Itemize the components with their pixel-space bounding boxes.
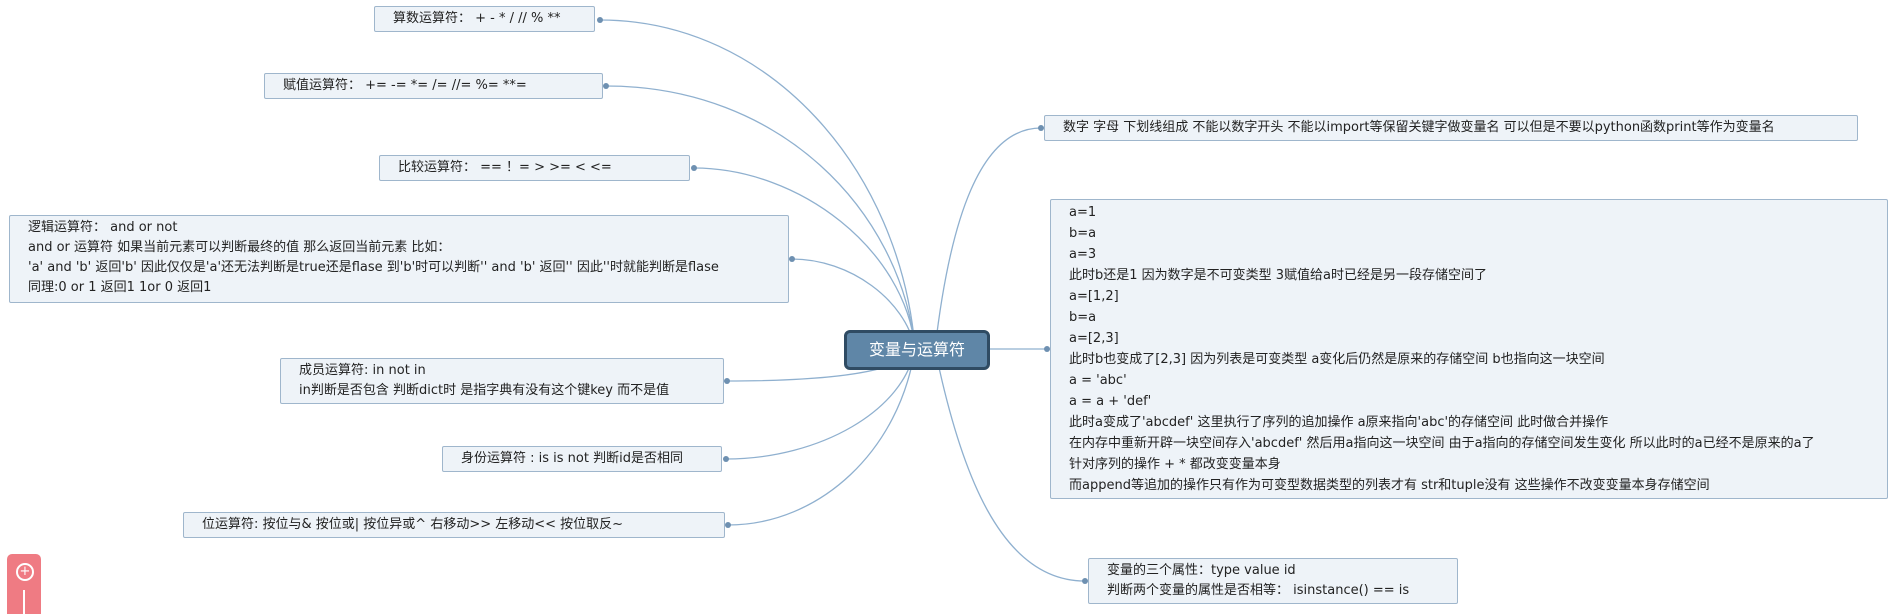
topic-text: b=a <box>1069 310 1097 325</box>
topic-text: a=[1,2] <box>1069 289 1119 304</box>
topic-text: 此时b还是1 因为数字是不可变类型 3赋值给a时已经是另一段存储空间了 <box>1069 268 1488 283</box>
topic-text: 判断两个变量的属性是否相等： isinstance() == is <box>1107 583 1410 598</box>
topic-text: 变量的三个属性：type value id <box>1107 563 1296 578</box>
topic-text: in判断是否包含 判断dict时 是指字典有没有这个键key 而不是值 <box>299 383 670 398</box>
connector-attributes <box>934 348 1086 582</box>
connector-comparison <box>693 167 916 349</box>
topic-assignment-operators[interactable]: 赋值运算符： += -= *= /= //= %= **= <box>264 73 603 99</box>
connector-assignment <box>605 85 916 349</box>
topic-text: 而append等追加的操作只有作为可变型数据类型的列表才有 str和tuple没… <box>1069 478 1710 493</box>
topic-text: 算数运算符： + - * / // % ** <box>393 11 561 26</box>
connector-arithmetic <box>599 19 916 349</box>
topic-text: 此时a变成了'abcdef' 这里执行了序列的追加操作 a原来指向'abc'的存… <box>1069 415 1609 430</box>
topic-text: a=1 <box>1069 205 1097 220</box>
topic-identity-operators[interactable]: 身份运算符 : is is not 判断id是否相同 <box>442 446 722 472</box>
topic-text: 在内存中重新开辟一块空间存入'abcdef' 然后用a指向这一块空间 由于a指向… <box>1069 436 1815 451</box>
divider-line <box>23 590 25 614</box>
topic-membership-operators[interactable]: 成员运算符: in not in in判断是否包含 判断dict时 是指字典有没… <box>280 358 724 404</box>
topic-text: a = 'abc' <box>1069 373 1127 388</box>
topic-text: 位运算符: 按位与& 按位或| 按位异或^ 右移动>> 左移动<< 按位取反~ <box>202 517 624 532</box>
connector-endpoint-dot <box>597 17 603 23</box>
topic-variable-naming[interactable]: 数字 字母 下划线组成 不能以数字开头 不能以import等保留关键字做变量名 … <box>1044 115 1858 141</box>
add-topic-toolbar[interactable]: + <box>7 554 41 614</box>
topic-comparison-operators[interactable]: 比较运算符： == ！= > >= < <= <box>379 155 690 181</box>
connector-identity <box>725 347 916 460</box>
topic-text: 'a' and 'b' 返回'b' 因此仅仅是'a'还无法判断是true还是fl… <box>28 260 719 275</box>
topic-text: b=a <box>1069 226 1097 241</box>
connector-endpoint-dot <box>1082 578 1088 584</box>
topic-text: 数字 字母 下划线组成 不能以数字开头 不能以import等保留关键字做变量名 … <box>1063 120 1775 135</box>
topic-text: 成员运算符: in not in <box>299 363 426 378</box>
connector-endpoint-dot <box>1038 125 1044 131</box>
topic-text: a = a + 'def' <box>1069 394 1152 409</box>
topic-text: 身份运算符 : is is not 判断id是否相同 <box>461 451 683 466</box>
topic-mutable-immutable[interactable]: a=1 b=a a=3 此时b还是1 因为数字是不可变类型 3赋值给a时已经是另… <box>1050 199 1888 499</box>
connector-endpoint-dot <box>723 456 729 462</box>
topic-text: and or 运算符 如果当前元素可以判断最终的值 那么返回当前元素 比如： <box>28 240 451 255</box>
root-topic[interactable]: 变量与运算符 <box>844 330 990 370</box>
topic-variable-attributes[interactable]: 变量的三个属性：type value id 判断两个变量的属性是否相等： isi… <box>1088 558 1458 604</box>
topic-arithmetic-operators[interactable]: 算数运算符： + - * / // % ** <box>374 6 595 32</box>
topic-text: 此时b也变成了[2,3] 因为列表是可变类型 a变化后仍然是原来的存储空间 b也… <box>1069 352 1605 367</box>
connector-endpoint-dot <box>691 165 697 171</box>
topic-text: 逻辑运算符： and or not <box>28 220 178 235</box>
connector-bitwise <box>727 347 916 526</box>
topic-text: 比较运算符： == ！= > >= < <= <box>398 160 612 175</box>
topic-text: 赋值运算符： += -= *= /= //= %= **= <box>283 78 527 93</box>
connector-endpoint-dot <box>1044 346 1050 352</box>
topic-text: a=3 <box>1069 247 1097 262</box>
connector-endpoint-dot <box>725 522 731 528</box>
connector-naming <box>934 127 1042 350</box>
topic-bitwise-operators[interactable]: 位运算符: 按位与& 按位或| 按位异或^ 右移动>> 左移动<< 按位取反~ <box>183 512 725 538</box>
plus-circle-icon[interactable]: + <box>16 563 34 581</box>
connector-endpoint-dot <box>603 83 609 89</box>
topic-logical-operators[interactable]: 逻辑运算符： and or not and or 运算符 如果当前元素可以判断最… <box>9 215 789 303</box>
connector-endpoint-dot <box>789 256 795 262</box>
connector-endpoint-dot <box>724 378 730 384</box>
topic-text: 同理:0 or 1 返回1 1or 0 返回1 <box>28 280 212 295</box>
topic-text: 针对序列的操作 + * 都改变变量本身 <box>1069 457 1281 472</box>
topic-text: a=[2,3] <box>1069 331 1119 346</box>
